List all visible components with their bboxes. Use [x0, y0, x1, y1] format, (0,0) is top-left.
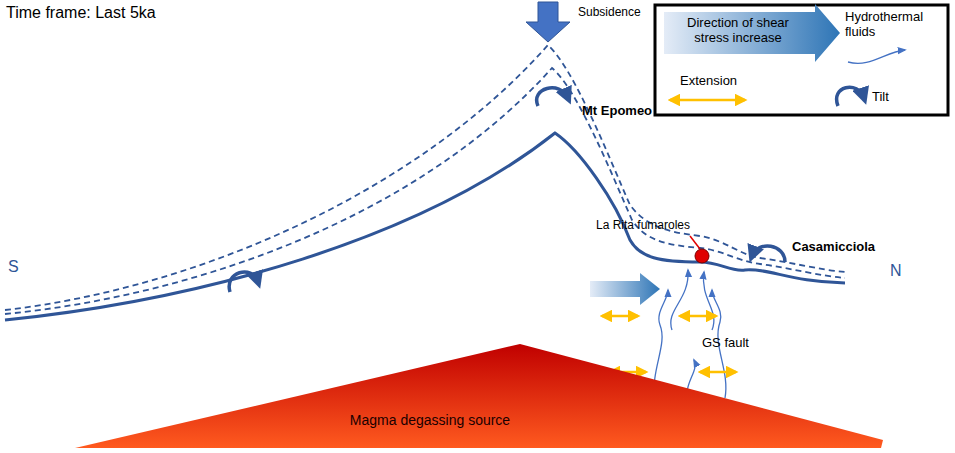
magma-shape — [75, 342, 885, 450]
past-profile — [5, 68, 845, 314]
tilt-arrow — [752, 246, 785, 262]
legend-fluid-arrow — [848, 50, 905, 63]
legend-extension-arrow — [670, 99, 745, 102]
shear-stress-arrow — [590, 273, 660, 305]
peak-label: Mt Epomeo — [582, 104, 652, 119]
fumarole-label: La Rita fumaroles — [596, 219, 690, 233]
tilt-arrow — [537, 88, 568, 106]
process-label: Subsidence — [578, 6, 641, 20]
legend-box — [655, 5, 948, 115]
magma-body: Magma degassing source — [75, 342, 885, 450]
legend-text: Tilt — [872, 90, 889, 105]
legend-tilt-arrow — [837, 87, 864, 106]
subsidence-arrow — [526, 2, 570, 42]
direction-label: S — [8, 258, 19, 276]
legend-shear-arrow — [664, 4, 840, 62]
magma-outline — [75, 344, 883, 448]
legend-text: Hydrothermal fluids — [845, 10, 941, 40]
past-profile — [5, 45, 845, 310]
leader-line — [690, 236, 700, 249]
fumarole-dot — [695, 249, 709, 263]
present-profile — [5, 133, 845, 320]
node-text: Magma degassing source — [350, 412, 510, 428]
legend-text: Direction of shear stress increase — [668, 16, 808, 46]
legend-text: Extension — [680, 74, 737, 89]
title: Time frame: Last 5ka — [6, 4, 156, 22]
fault-label: GS fault — [702, 336, 749, 351]
direction-label: N — [890, 262, 902, 280]
tilt-arrow — [229, 272, 258, 292]
town-label: Casamicciola — [792, 240, 875, 255]
